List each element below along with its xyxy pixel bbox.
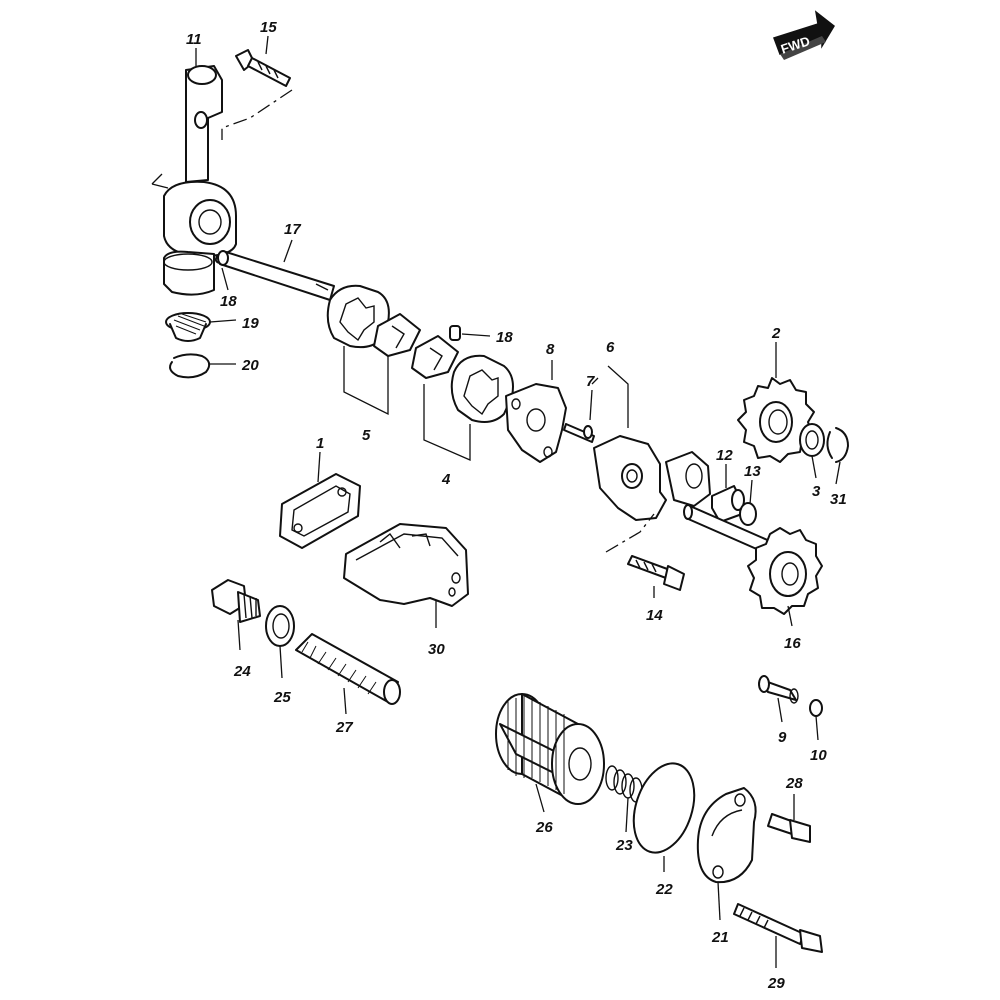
callout-23: 23	[615, 837, 633, 854]
callout-1: 1	[316, 435, 324, 452]
o-ring-10	[809, 699, 823, 717]
circlip-31-side	[826, 431, 833, 459]
callout-25: 25	[273, 689, 291, 706]
oil-screen	[165, 312, 211, 342]
circlip-31	[835, 427, 849, 463]
callout-6: 6	[606, 339, 615, 356]
callout-30: 30	[428, 641, 445, 658]
callout-27: 27	[335, 719, 353, 736]
callout-2: 2	[771, 325, 781, 342]
fwd-direction-badge: FWD	[773, 10, 835, 60]
driven-gear	[747, 527, 823, 615]
pump-cover-plate	[505, 383, 567, 463]
pump-drive-gear	[737, 377, 815, 463]
filter-cover-o-ring	[632, 762, 696, 854]
callout-10: 10	[810, 747, 827, 764]
callout-24: 24	[233, 663, 251, 680]
callout-13: 13	[744, 463, 761, 480]
pickup-bolt	[235, 49, 291, 87]
callout-5: 5	[362, 427, 371, 444]
callout-8: 8	[546, 341, 555, 358]
oil-filter-cartridge	[495, 693, 605, 805]
pump-pin-end	[583, 425, 593, 439]
inner-rotor-right	[411, 335, 459, 379]
bushing	[711, 485, 745, 523]
callout-18-upper: 18	[220, 293, 237, 310]
filter-cover	[696, 787, 757, 884]
oil-fitting	[758, 675, 799, 704]
inner-rotor-left	[373, 313, 421, 357]
pickup-guide-lines	[151, 173, 169, 189]
callout-15: 15	[260, 19, 277, 36]
callout-21: 21	[711, 929, 729, 946]
filter-spring	[605, 765, 643, 803]
circlip	[169, 353, 211, 379]
callout-4: 4	[441, 471, 451, 488]
callout-16: 16	[784, 635, 801, 652]
callout-22: 22	[655, 881, 673, 898]
callout-29: 29	[767, 975, 785, 992]
drain-washer	[265, 605, 295, 647]
callout-9: 9	[778, 729, 787, 746]
group-bracket-5	[343, 346, 389, 416]
bolt-14-alignment	[605, 513, 655, 553]
dowel-pin-lower	[449, 325, 461, 341]
side-cover	[343, 523, 469, 607]
callout-labels: 11 15 17 18 19 20 18 5 4 8 7 6 2 12 13 3…	[186, 19, 847, 992]
mesh-oil-filter	[295, 633, 401, 705]
callout-3: 3	[812, 483, 821, 500]
callout-28: 28	[785, 775, 803, 792]
callout-31: 31	[830, 491, 847, 508]
oil-pickup-pipe	[163, 65, 237, 296]
pump-body-bracket	[591, 365, 629, 428]
pump-body	[593, 435, 711, 521]
gasket	[279, 473, 361, 549]
callout-19: 19	[242, 315, 259, 332]
outer-rotor-right	[450, 354, 514, 423]
callout-18-lower: 18	[496, 329, 513, 346]
cover-bolt-short	[767, 813, 811, 843]
callout-leaders	[195, 35, 841, 968]
callout-26: 26	[535, 819, 553, 836]
drain-plug	[211, 579, 261, 623]
callout-14: 14	[646, 607, 663, 624]
bolt-alignment-line	[221, 89, 293, 140]
callout-7: 7	[586, 373, 595, 390]
callout-12: 12	[716, 447, 733, 464]
o-ring-13	[739, 502, 757, 526]
callout-11: 11	[186, 31, 202, 48]
callout-20: 20	[241, 357, 259, 374]
cover-bolt-long	[733, 903, 823, 953]
group-bracket-4	[423, 384, 471, 461]
callout-17: 17	[284, 221, 301, 238]
pump-mounting-bolt	[627, 555, 685, 591]
washer-3	[799, 423, 825, 457]
